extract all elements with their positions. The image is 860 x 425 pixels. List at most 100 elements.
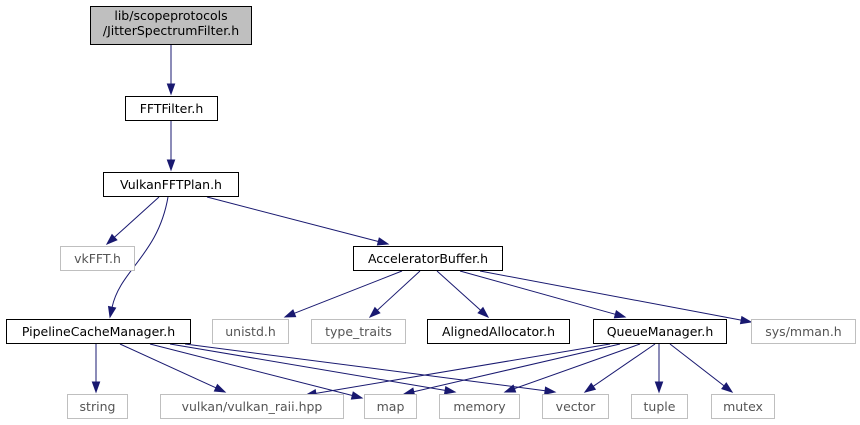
edge-arrowhead [721, 382, 734, 393]
edge-vulkanfftplan-to-pipelinecachemanager [107, 196, 169, 319]
edge-pipelinecachemanager-to-vector [184, 343, 557, 395]
node-box [60, 246, 135, 271]
edge-fftfilter-to-vulkanfftplan [166, 121, 176, 172]
edge-line [294, 270, 403, 314]
edge-arrowhead [654, 381, 664, 394]
edge-arrowhead [739, 315, 753, 325]
edge-line [413, 343, 621, 393]
edge-arrowhead [443, 386, 457, 395]
node-label: memory [453, 399, 506, 414]
edge-line [315, 343, 611, 394]
node-box [67, 394, 128, 419]
node-vector[interactable]: vector [542, 394, 609, 419]
node-acceleratorbuffer[interactable]: AcceleratorBuffer.h [353, 246, 503, 271]
edge-line [184, 343, 546, 392]
edge-queuemanager-to-mutex [669, 343, 734, 393]
node-label: QueueManager.h [607, 324, 714, 339]
edge-arrowhead [583, 382, 597, 393]
node-box [311, 319, 406, 344]
edge-line [119, 343, 217, 389]
node-label: PipelineCacheManager.h [22, 324, 175, 339]
node-label: mutex [723, 399, 763, 414]
node-sysmman[interactable]: sys/mman.h [751, 319, 856, 344]
edge-arrowhead [166, 83, 176, 96]
node-label: map [377, 399, 405, 414]
node-pipelinecachemanager[interactable]: PipelineCacheManager.h [6, 319, 191, 344]
node-type_traits[interactable]: type_traits [311, 319, 406, 344]
node-box [439, 394, 520, 419]
edge-arrowhead [503, 384, 517, 393]
node-box [711, 394, 775, 419]
edge-arrowhead [91, 381, 101, 394]
node-vulkanfftplan[interactable]: VulkanFFTPlan.h [103, 172, 239, 197]
node-alignedallocator[interactable]: AlignedAllocator.h [427, 319, 570, 344]
node-label: string [80, 399, 116, 414]
node-fftfilter[interactable]: FFTFilter.h [125, 96, 218, 121]
node-box [542, 394, 609, 419]
node-box [427, 319, 570, 344]
edge-line [149, 343, 353, 397]
node-label: type_traits [325, 324, 392, 339]
nodes-layer: lib/scopeprotocols/JitterSpectrumFilter.… [6, 6, 856, 419]
edges-layer [91, 45, 753, 400]
edge-arrowhead [350, 391, 364, 400]
node-label: tuple [644, 399, 676, 414]
node-box [160, 394, 344, 419]
node-label: AcceleratorBuffer.h [368, 251, 488, 266]
node-map[interactable]: map [364, 394, 417, 419]
edge-acceleratorbuffer-to-type_traits [368, 270, 421, 318]
node-label: sys/mman.h [765, 324, 841, 339]
edge-queuemanager-to-tuple [654, 344, 664, 394]
node-box [353, 246, 503, 271]
node-queuemanager[interactable]: QueueManager.h [593, 319, 727, 344]
edge-vulkanfftplan-to-vkfft [105, 196, 160, 245]
node-memory[interactable]: memory [439, 394, 520, 419]
edge-jitter-to-fftfilter [166, 45, 176, 96]
node-vkfft[interactable]: vkFFT.h [60, 246, 135, 271]
edge-vulkanfftplan-to-acceleratorbuffer [206, 196, 390, 246]
edge-arrowhead [613, 310, 627, 319]
edge-acceleratorbuffer-to-unistd [283, 270, 403, 318]
node-box [90, 6, 252, 45]
node-mutex[interactable]: mutex [711, 394, 775, 419]
node-box [593, 319, 727, 344]
edge-arrowhead [105, 233, 118, 245]
node-label: FFTFilter.h [140, 101, 204, 116]
edge-queuemanager-to-vector [583, 343, 656, 393]
node-label: unistd.h [225, 324, 276, 339]
node-label: VulkanFFTPlan.h [120, 177, 222, 192]
edge-arrowhead [376, 237, 390, 246]
node-box [125, 96, 218, 121]
edge-pipelinecachemanager-to-memory [169, 343, 457, 395]
edge-line [459, 270, 616, 315]
edge-line [111, 196, 169, 308]
edge-pipelinecachemanager-to-vulkan_raii [119, 343, 227, 393]
node-box [6, 319, 191, 344]
edge-line [514, 343, 641, 390]
edge-arrowhead [166, 159, 176, 172]
node-box [751, 319, 856, 344]
edge-line [592, 343, 656, 387]
node-unistd[interactable]: unistd.h [212, 319, 289, 344]
edge-line [114, 196, 160, 238]
node-box [631, 394, 688, 419]
node-box [364, 394, 417, 419]
node-tuple[interactable]: tuple [631, 394, 688, 419]
edge-arrowhead [283, 309, 297, 318]
node-label: vector [556, 399, 597, 414]
edge-acceleratorbuffer-to-alignedallocator [436, 270, 490, 318]
edge-line [169, 343, 446, 391]
edge-line [206, 196, 379, 242]
edge-line [479, 270, 742, 321]
edge-arrowhead [477, 306, 490, 318]
node-string[interactable]: string [67, 394, 128, 419]
node-box [212, 319, 289, 344]
edge-acceleratorbuffer-to-queuemanager [459, 270, 627, 319]
node-label: vkFFT.h [74, 251, 121, 266]
edge-line [669, 343, 725, 387]
node-jitter: lib/scopeprotocols/JitterSpectrumFilter.… [90, 6, 252, 45]
node-vulkan_raii[interactable]: vulkan/vulkan_raii.hpp [160, 394, 344, 419]
edge-arrowhead [544, 386, 557, 395]
node-box [103, 172, 239, 197]
